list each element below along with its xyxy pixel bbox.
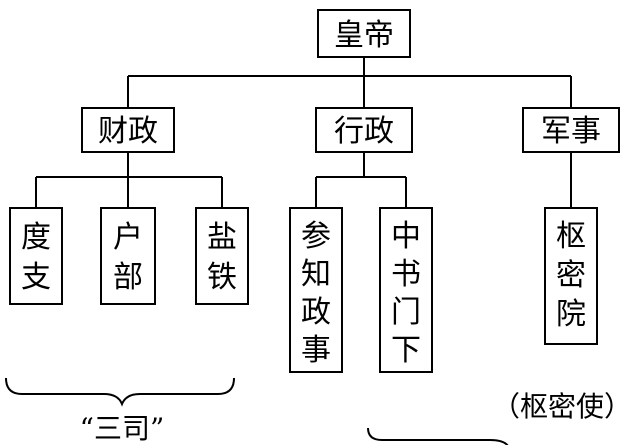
canzhi-char-2: 知 bbox=[301, 257, 331, 292]
brace-san-si bbox=[5, 377, 235, 407]
canzhi-char-4: 事 bbox=[301, 333, 331, 368]
emperor-label: 皇帝 bbox=[334, 18, 394, 53]
zhongshu-char-4: 下 bbox=[391, 333, 421, 368]
node-administration: 行政 bbox=[315, 107, 413, 153]
military-label: 军事 bbox=[541, 114, 601, 149]
duzhi-char-2: 支 bbox=[21, 260, 51, 295]
yantie-char-1: 盐 bbox=[207, 220, 237, 255]
hubu-char-2: 部 bbox=[113, 260, 143, 295]
zhongshu-char-1: 中 bbox=[391, 219, 421, 254]
san-si-label: “三司” bbox=[80, 412, 165, 445]
connector-lines bbox=[35, 57, 572, 208]
node-canzhi-zhengshi: 参 知 政 事 bbox=[289, 207, 343, 373]
canzhi-char-3: 政 bbox=[301, 295, 331, 330]
node-emperor: 皇帝 bbox=[317, 9, 411, 58]
zhongshu-char-2: 书 bbox=[391, 257, 421, 292]
finance-label: 财政 bbox=[98, 114, 158, 149]
shumi-char-2: 密 bbox=[556, 258, 586, 293]
canzhi-char-1: 参 bbox=[301, 219, 331, 254]
administration-label: 行政 bbox=[334, 114, 394, 149]
node-shumiyuan: 枢 密 院 bbox=[544, 207, 598, 345]
yantie-char-2: 铁 bbox=[207, 260, 237, 295]
node-hubu: 户 部 bbox=[100, 207, 156, 305]
shumi-shi-label: （枢密使） bbox=[492, 390, 632, 423]
node-finance: 财政 bbox=[81, 107, 175, 153]
hubu-char-1: 户 bbox=[113, 220, 143, 255]
node-duzhi: 度 支 bbox=[9, 207, 63, 305]
node-military: 军事 bbox=[522, 107, 620, 153]
shumi-char-1: 枢 bbox=[556, 219, 586, 254]
brace-shumi-shi bbox=[367, 427, 509, 445]
shumi-char-3: 院 bbox=[556, 297, 586, 332]
duzhi-char-1: 度 bbox=[21, 220, 51, 255]
node-zhongshu-menxia: 中 书 门 下 bbox=[379, 207, 433, 373]
node-yantie: 盐 铁 bbox=[195, 207, 249, 305]
zhongshu-char-3: 门 bbox=[391, 295, 421, 330]
